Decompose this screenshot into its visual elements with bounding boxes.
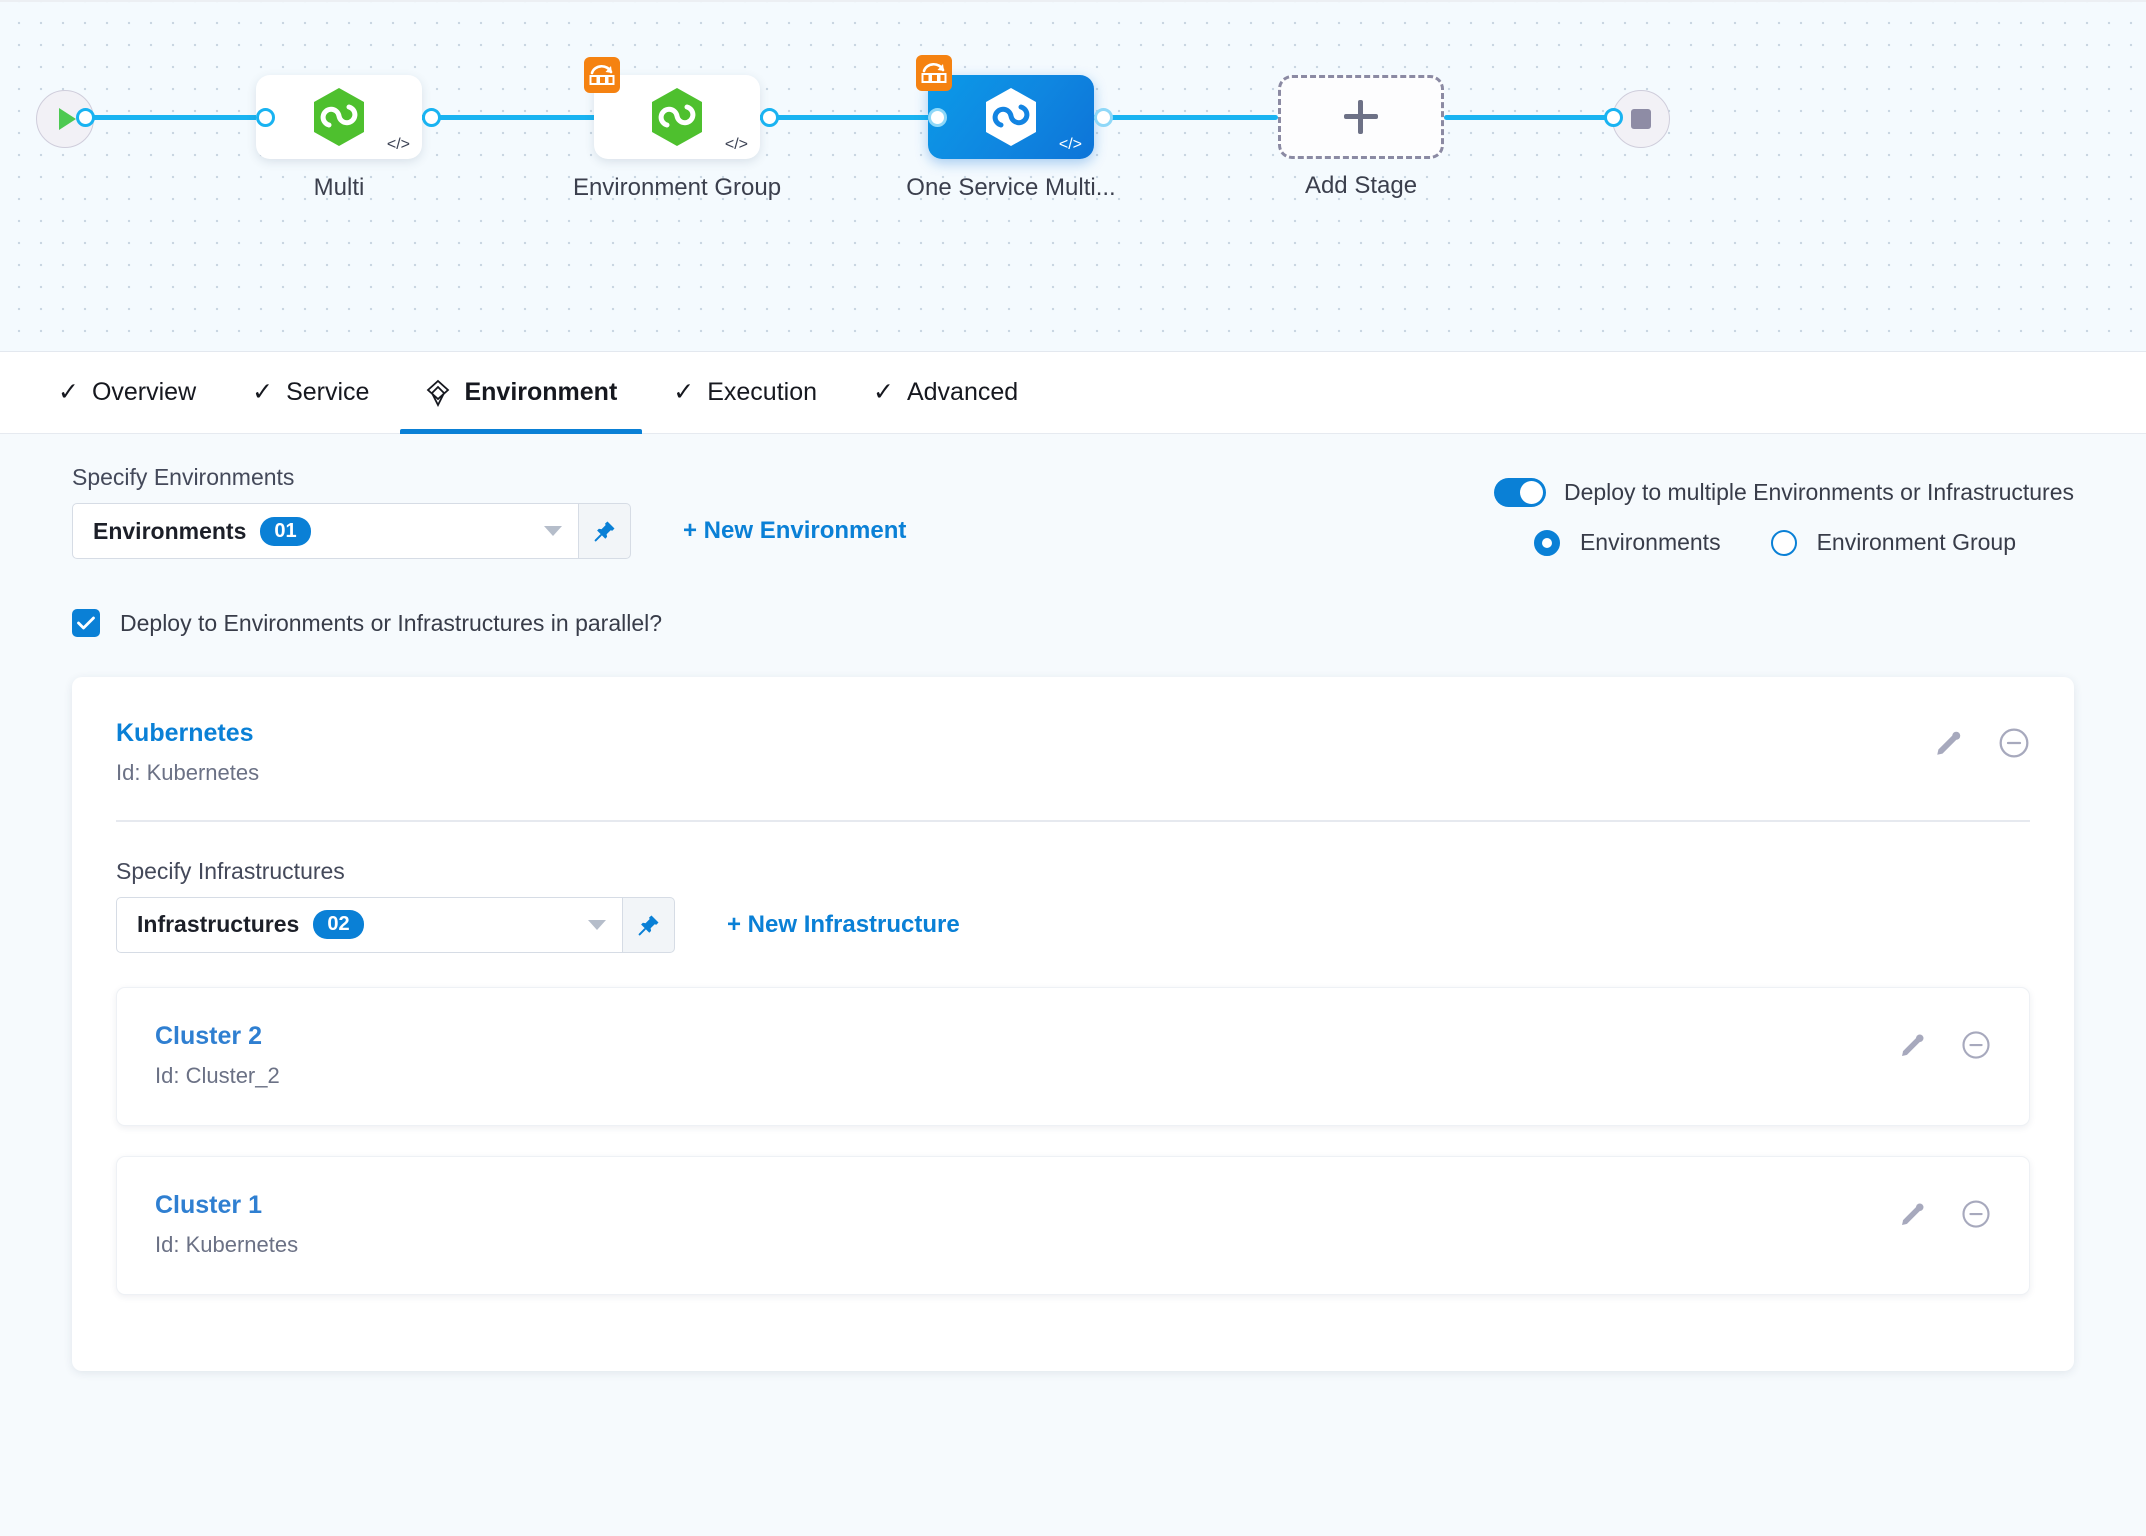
card-divider [116, 820, 2030, 822]
play-icon [59, 108, 76, 130]
environment-edit-button[interactable] [1934, 728, 1964, 763]
tab-execution[interactable]: ✓ Execution [645, 352, 845, 434]
infrastructure-remove-button[interactable] [1961, 1030, 1991, 1065]
infrastructure-remove-button[interactable] [1961, 1199, 1991, 1234]
connector-port[interactable] [760, 108, 779, 127]
stage-code-icon[interactable]: </> [725, 137, 748, 153]
tab-label: Environment [464, 378, 617, 407]
connector-port[interactable] [76, 108, 95, 127]
radio-environment-group[interactable] [1771, 530, 1797, 556]
check-icon: ✓ [873, 380, 894, 405]
specify-environments-group: Specify Environments Environments 01 [72, 464, 906, 559]
infrastructure-id: Id: Cluster_2 [155, 1063, 280, 1089]
infrastructures-pin-button[interactable] [623, 897, 675, 953]
parallel-deploy-label: Deploy to Environments or Infrastructure… [120, 610, 662, 637]
infrastructures-select-value: Infrastructures [137, 911, 299, 938]
environments-pin-button[interactable] [579, 503, 631, 559]
environment-card-title[interactable]: Kubernetes [116, 719, 259, 748]
stage-code-icon[interactable]: </> [1059, 137, 1082, 153]
matrix-looping-badge-icon [916, 55, 952, 91]
deploy-multiple-label: Deploy to multiple Environments or Infra… [1564, 479, 2074, 506]
infrastructures-select[interactable]: Infrastructures 02 [116, 897, 623, 953]
parallel-deploy-row[interactable]: Deploy to Environments or Infrastructure… [72, 609, 2074, 637]
stage-label-environment-group: Environment Group [562, 172, 792, 204]
matrix-looping-badge-icon [584, 57, 620, 93]
connector-port[interactable] [1094, 108, 1113, 127]
environment-card-kubernetes: Kubernetes Id: Kubernetes Specify Infras… [72, 677, 2074, 1371]
parallel-deploy-checkbox[interactable] [72, 609, 100, 637]
tab-service[interactable]: ✓ Service [224, 352, 397, 434]
pipeline-wire [1444, 115, 1624, 120]
infrastructure-edit-button[interactable] [1899, 1031, 1927, 1064]
connector-port[interactable] [256, 108, 275, 127]
plus-icon [1344, 100, 1378, 134]
tab-label: Advanced [907, 378, 1018, 407]
connector-port[interactable] [1604, 108, 1623, 127]
toggle-knob [1520, 481, 1543, 504]
tab-advanced[interactable]: ✓ Advanced [845, 352, 1046, 434]
infrastructure-edit-button[interactable] [1899, 1200, 1927, 1233]
environment-icon [425, 379, 451, 407]
radio-environment-group-label: Environment Group [1817, 529, 2016, 556]
new-environment-link[interactable]: + New Environment [683, 517, 906, 545]
check-icon: ✓ [252, 380, 273, 405]
stage-node-one-service-multi[interactable]: </> [928, 75, 1094, 159]
specify-infrastructures-label: Specify Infrastructures [116, 858, 2030, 885]
infrastructure-list: Cluster 2 Id: Cluster_2 Cluster 1 Id: Ku… [116, 987, 2030, 1295]
add-stage-button[interactable] [1278, 75, 1444, 159]
environments-count-badge: 01 [260, 517, 310, 546]
infrastructure-card: Cluster 1 Id: Kubernetes [116, 1156, 2030, 1295]
environment-card-id: Id: Kubernetes [116, 760, 259, 786]
pin-icon [593, 519, 617, 543]
deploy-multiple-toggle[interactable] [1494, 478, 1546, 507]
check-icon: ✓ [673, 380, 694, 405]
tab-overview[interactable]: ✓ Overview [30, 352, 224, 434]
chevron-down-icon [588, 920, 606, 930]
connector-port[interactable] [928, 108, 947, 127]
harness-hex-icon [649, 87, 705, 147]
infrastructure-id: Id: Kubernetes [155, 1232, 298, 1258]
radio-environments-label: Environments [1580, 529, 1721, 556]
tab-label: Execution [707, 378, 817, 407]
environments-select-value: Environments [93, 518, 246, 545]
environments-select[interactable]: Environments 01 [72, 503, 579, 559]
deploy-options-group: Deploy to multiple Environments or Infra… [1494, 464, 2074, 559]
infrastructures-count-badge: 02 [313, 910, 363, 939]
stop-icon [1631, 109, 1651, 129]
pipeline-canvas[interactable]: </> Multi </> Environment Group [0, 0, 2146, 352]
harness-hex-icon [311, 87, 367, 147]
stage-node-environment-group[interactable]: </> [594, 75, 760, 159]
stage-code-icon[interactable]: </> [387, 137, 410, 153]
radio-environments[interactable] [1534, 530, 1560, 556]
tab-environment[interactable]: Environment [397, 352, 645, 434]
connector-port[interactable] [422, 108, 441, 127]
infrastructure-card: Cluster 2 Id: Cluster_2 [116, 987, 2030, 1126]
harness-hex-icon [983, 87, 1039, 147]
new-infrastructure-link[interactable]: + New Infrastructure [727, 911, 960, 939]
stage-label-one-service-multi: One Service Multi... [896, 172, 1126, 204]
tab-label: Overview [92, 378, 196, 407]
pin-icon [637, 913, 661, 937]
check-icon: ✓ [58, 380, 79, 405]
infrastructure-title[interactable]: Cluster 2 [155, 1022, 280, 1051]
environment-remove-button[interactable] [1998, 727, 2030, 764]
stage-tabs: ✓ Overview ✓ Service Environment ✓ Execu… [0, 352, 2146, 434]
infrastructure-title[interactable]: Cluster 1 [155, 1191, 298, 1220]
environment-panel: Specify Environments Environments 01 [0, 434, 2146, 1536]
stage-label-multi: Multi [224, 172, 454, 204]
pipeline-wire [86, 115, 266, 120]
tab-label: Service [286, 378, 369, 407]
specify-environments-label: Specify Environments [72, 464, 906, 491]
chevron-down-icon [544, 526, 562, 536]
stage-node-multi[interactable]: </> [256, 75, 422, 159]
add-stage-label: Add Stage [1246, 170, 1476, 202]
